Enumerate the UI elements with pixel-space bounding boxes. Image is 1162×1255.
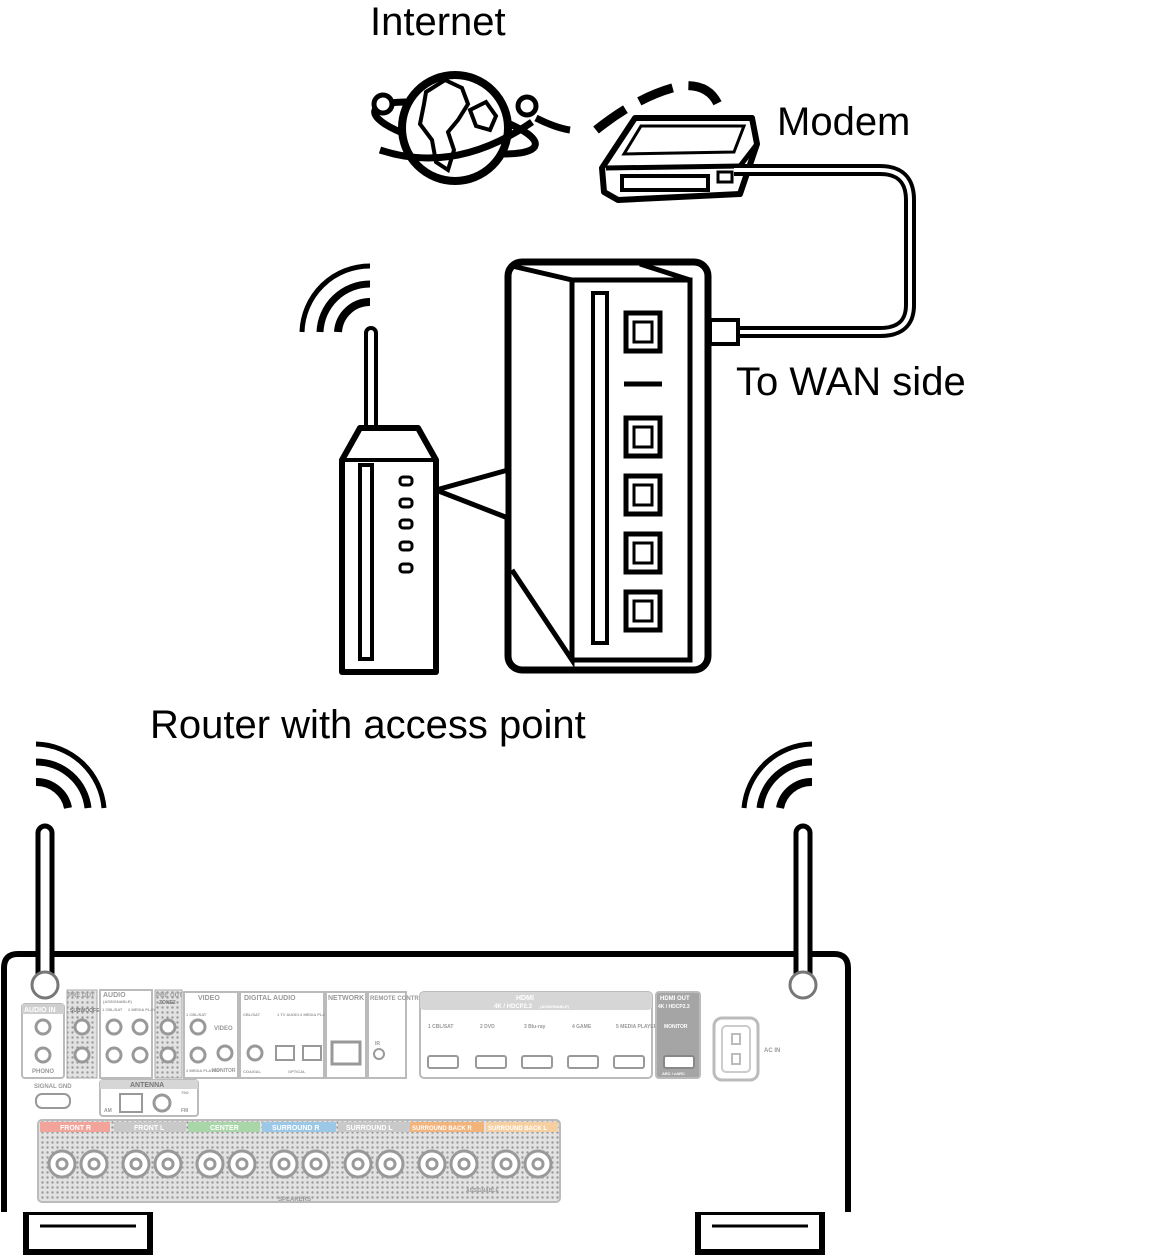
hdmi-port (475, 1055, 507, 1069)
optical-label: OPTICAL (288, 1069, 306, 1074)
pre-out-zone2-label: PRE OUT (156, 993, 183, 999)
globe-icon (371, 71, 571, 185)
subwoofer-label: SUBWOOFER (70, 1008, 103, 1014)
speakers-label: SPEAKERS (278, 1197, 311, 1203)
lan-port (623, 531, 663, 575)
router-icon (339, 326, 439, 675)
zone2-label: ZONE2 (159, 1000, 176, 1006)
wan-port (623, 310, 663, 354)
speaker-group-label: SURROUND BACK R (412, 1126, 472, 1132)
ac-in-label: AC IN (764, 1048, 780, 1054)
lan-port (623, 473, 663, 517)
audio-assignable-label: (ASSIGNABLE) (103, 999, 133, 1004)
internet-link (593, 81, 727, 134)
hdmi-port (613, 1055, 645, 1069)
zoom-callout (433, 467, 511, 521)
ir-label: IR (375, 1041, 380, 1047)
antenna-label: ANTENNA (130, 1082, 164, 1089)
video-out-label: VIDEO (214, 1026, 233, 1032)
hdmi-input-label: 4 GAME (572, 1024, 592, 1030)
speaker-group-label: FRONT L (134, 1125, 165, 1132)
wifi-signal-icon (741, 741, 813, 809)
antenna-right (793, 823, 813, 983)
hdmi-monitor-label: MONITOR (664, 1024, 688, 1030)
hdmi-input-label: 2 DVD (480, 1024, 495, 1030)
network-label: NETWORK (328, 995, 364, 1002)
wan-cable (734, 164, 916, 338)
hdmi-assignable-label: (ASSIGNABLE) (540, 1004, 570, 1009)
hdmi-input-label: 5 MEDIA PLAYER (616, 1024, 658, 1030)
am-label: AM (104, 1108, 112, 1114)
speaker-group-label: CENTER (210, 1125, 239, 1132)
assignable-speakers-label: ASSIGNABLE (466, 1188, 499, 1194)
digital-input-label: 2 MEDIA PLAYER (300, 1012, 333, 1017)
audio-label: AUDIO (103, 992, 126, 999)
video-label: VIDEO (198, 995, 220, 1002)
monitor-label: MONITOR (212, 1068, 236, 1074)
digital-input-label: CBL/SAT (243, 1012, 261, 1017)
router-port-panel (504, 258, 712, 674)
video-input-label: 2 MEDIA PLAYER (186, 1068, 219, 1073)
modem-label: Modem (777, 100, 911, 144)
modem-icon (599, 115, 760, 203)
wan-side-label: To WAN side (736, 360, 966, 404)
fm-ohm-label: 75Ω (181, 1090, 189, 1095)
hdmi-out-port (663, 1055, 695, 1069)
lan-port (623, 415, 663, 459)
wifi-signal-icon (299, 263, 371, 333)
network-port (330, 1040, 362, 1066)
wifi-signal-icon (35, 741, 107, 809)
fm-label: FM (181, 1108, 188, 1114)
signal-gnd-label: SIGNAL GND (34, 1084, 72, 1090)
audio-input-label: 1 CBL/SAT (102, 1007, 123, 1012)
pre-out-label: PRE OUT (68, 993, 95, 999)
phono-label: PHONO (32, 1069, 54, 1075)
hdmi-port (427, 1055, 459, 1069)
hdmi-input-label: 1 CBL/SAT (428, 1024, 453, 1030)
router-label: Router with access point (150, 703, 586, 747)
hdmi-label: HDMI (516, 995, 534, 1002)
hdmi-out-label: HDMI OUT (660, 996, 690, 1002)
arc-label: ARC / eARC (662, 1071, 685, 1076)
hdmi-port (567, 1055, 599, 1069)
video-input-label: 1 CBL/SAT (186, 1012, 207, 1017)
speaker-group-label: SURROUND R (272, 1125, 319, 1132)
hdmi-out-sub-label: 4K / HDCP2.3 (658, 1004, 690, 1010)
hdmi-port (521, 1055, 553, 1069)
hdmi-input-label: 3 Blu-ray (524, 1024, 546, 1030)
antenna-left (35, 823, 55, 983)
speaker-group-label: SURROUND L (346, 1125, 393, 1132)
coaxial-label: COAXIAL (243, 1069, 262, 1074)
audio-in-label: AUDIO IN (24, 1007, 56, 1014)
lan-port (623, 589, 663, 633)
digital-audio-label: DIGITAL AUDIO (244, 995, 296, 1002)
av-receiver: AUDIO IN PHONO SIGNAL GND PRE OUT SUBWOO… (1, 823, 851, 1255)
speaker-group-label: SURROUND BACK L (488, 1126, 547, 1132)
remote-control-label: REMOTE CONTROL (370, 996, 427, 1002)
internet-label: Internet (370, 0, 506, 44)
speaker-group-label: FRONT R (60, 1125, 91, 1132)
hdmi-sub-label: 4K / HDCP2.3 (494, 1004, 533, 1010)
digital-input-label: 1 TV AUDIO (277, 1012, 299, 1017)
audio-input-label: 2 MEDIA PLAYER (128, 1007, 161, 1012)
